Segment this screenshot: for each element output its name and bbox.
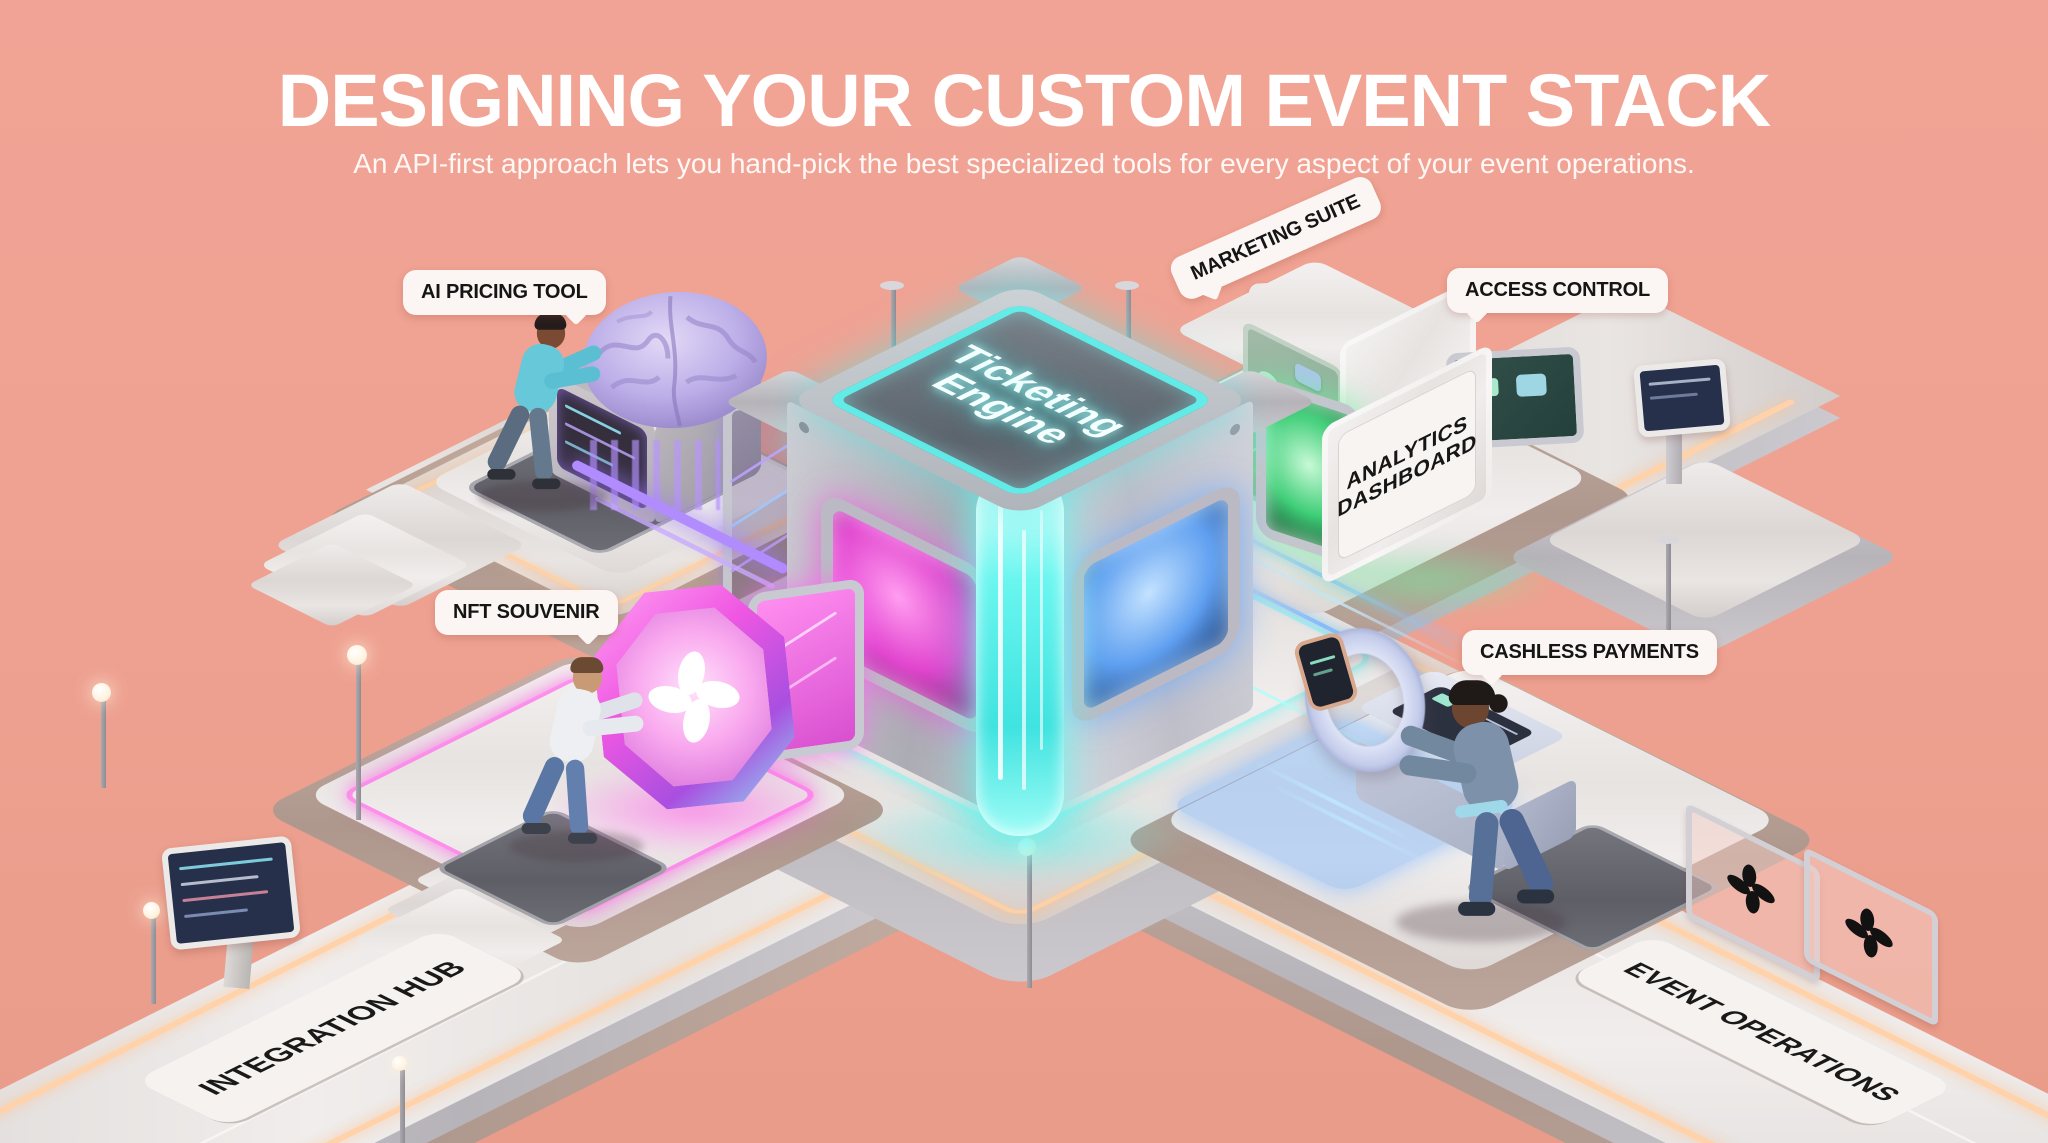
hair-bun — [1489, 694, 1508, 713]
screen-row — [182, 890, 269, 903]
core-streak — [1040, 510, 1043, 750]
flower-icon — [1727, 864, 1775, 914]
core-streak — [998, 500, 1003, 780]
screw — [1230, 421, 1240, 437]
shoe — [532, 478, 561, 490]
screen-row — [1649, 392, 1698, 400]
street-pole-cap — [1655, 535, 1679, 544]
lamp-post — [356, 662, 361, 820]
street-pole — [891, 286, 896, 394]
screw — [799, 420, 809, 436]
flower-icon — [639, 642, 749, 752]
integration-kiosk-screen — [161, 835, 301, 951]
screen-row — [179, 857, 273, 871]
watch-row — [1312, 668, 1334, 677]
street-pole-cap — [880, 281, 904, 290]
lamp-post — [101, 700, 106, 788]
access-control-label: ACCESS CONTROL — [1447, 268, 1668, 313]
gate — [1686, 802, 1820, 984]
ai-pricing-text: AI PRICING TOOL — [421, 281, 588, 303]
cashless-payments-label: CASHLESS PAYMENTS — [1462, 630, 1717, 675]
brain-icon — [583, 291, 767, 429]
shoe — [567, 832, 598, 844]
lamp-post — [151, 918, 156, 1004]
screen-row — [180, 875, 259, 887]
street-pole — [1666, 540, 1671, 632]
ai-pricing-label: AI PRICING TOOL — [403, 270, 606, 315]
screen-row — [1648, 377, 1711, 386]
gate — [1804, 846, 1938, 1028]
shoe — [1458, 901, 1496, 916]
cube-core-column — [976, 470, 1064, 836]
street-pole-cap — [1115, 281, 1139, 290]
access-kiosk-screen — [1633, 358, 1731, 438]
shoe — [487, 469, 516, 480]
screen-row — [184, 908, 249, 919]
access-control-text: ACCESS CONTROL — [1465, 279, 1650, 301]
button-chip — [1515, 373, 1547, 397]
nft-souvenir-text: NFT SOUVENIR — [453, 601, 600, 623]
ticketing-engine-label: Ticketing Engine — [920, 340, 1140, 450]
shoe — [1517, 889, 1555, 904]
payments-port-blue — [1072, 477, 1240, 730]
lamp-globe — [347, 645, 367, 665]
lamp-post — [400, 1070, 405, 1143]
lamp-post — [1027, 852, 1032, 988]
nft-souvenir-label: NFT SOUVENIR — [435, 590, 618, 635]
hair — [534, 313, 567, 330]
nft-token — [587, 579, 801, 816]
core-streak — [1022, 530, 1026, 790]
flower-icon — [1845, 908, 1893, 958]
hair — [570, 657, 604, 673]
lamp-globe — [92, 683, 111, 702]
page-subtitle: An API-first approach lets you hand-pick… — [353, 148, 1695, 179]
watch-row — [1309, 654, 1336, 666]
shoe — [521, 823, 551, 835]
lamp-globe — [392, 1056, 407, 1071]
cashless-payments-text: CASHLESS PAYMENTS — [1480, 641, 1699, 663]
lamp-globe — [143, 902, 160, 919]
page-title: DESIGNING YOUR CUSTOM EVENT STACK — [277, 59, 1771, 142]
access-kiosk-stand — [1666, 420, 1682, 484]
